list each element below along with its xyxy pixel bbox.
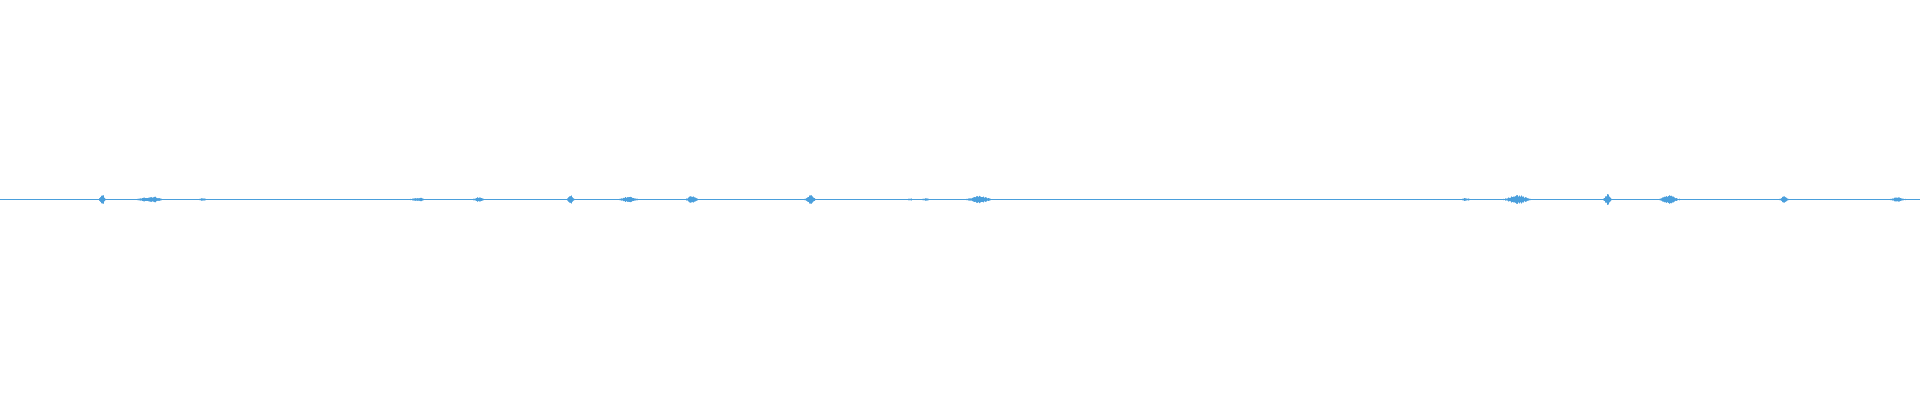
waveform-signal	[0, 194, 1920, 205]
